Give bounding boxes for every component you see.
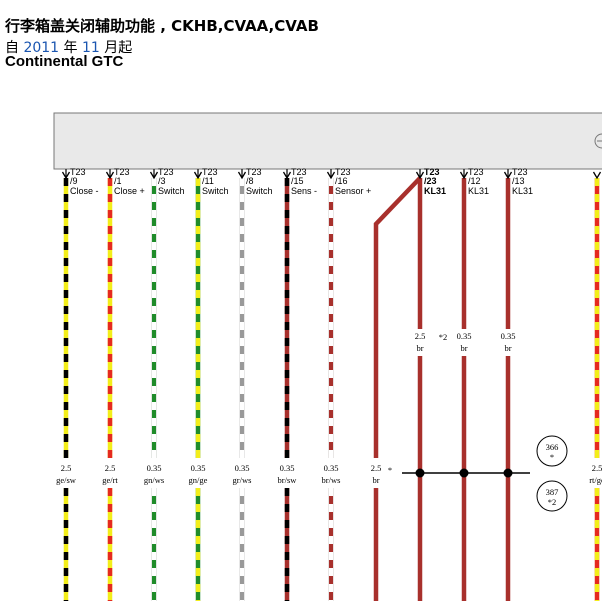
signal-label-7: KL31: [424, 186, 446, 196]
wire-color-label-4: gr/ws: [233, 475, 252, 485]
ground-wire-color-1: br: [460, 343, 467, 353]
pin-number-9: /13: [512, 176, 525, 186]
wire-color-label-6: br/ws: [322, 475, 341, 485]
ground-wire-color-0: br: [416, 343, 423, 353]
signal-label-2: Switch: [158, 186, 185, 196]
diagonal-wire-mark: *: [388, 465, 392, 475]
diagonal-wire-upper: [373, 176, 422, 458]
ground-point-id-1: 387: [546, 487, 559, 497]
connector-id-5: T23: [291, 167, 307, 177]
signal-label-4: Switch: [246, 186, 273, 196]
pin-arrow-icon: [592, 171, 602, 180]
validity-date: 自 2011 年 11 月起: [5, 37, 132, 57]
control-unit-marker-icon: [594, 133, 602, 149]
wire-size-label-2: 0.35: [147, 463, 162, 473]
ground-wire-size-0: 2.5: [415, 331, 426, 341]
vehicle-model: Continental GTC: [5, 53, 124, 70]
since-suffix: 月起: [104, 40, 133, 56]
pin-number-2: /3: [158, 176, 166, 186]
wire-color-label-3: gn/ge: [189, 475, 208, 485]
pin-number-8: /12: [468, 176, 481, 186]
ground-point-note-1: *2: [548, 497, 557, 507]
since-prefix: 自: [5, 40, 19, 56]
pin-number-4: /8: [246, 176, 254, 186]
signal-label-0: Close -: [70, 186, 99, 196]
wire-color-label-5: br/sw: [278, 475, 298, 485]
diagonal-wire-color: br: [372, 475, 379, 485]
diagram-title: 行李箱盖关闭辅助功能 , CKHB,CVAA,CVAB: [5, 17, 319, 35]
pin-number-7: /23: [424, 176, 437, 186]
ground-wire-size-2: 0.35: [501, 331, 516, 341]
signal-label-5: Sens -: [291, 186, 317, 196]
connector-id-7: T23: [424, 167, 440, 177]
connector-id-1: T23: [114, 167, 130, 177]
control-unit-box: [53, 112, 602, 170]
pin-number-0: /9: [70, 176, 78, 186]
pin-number-5: /15: [291, 176, 304, 186]
signal-label-3: Switch: [202, 186, 229, 196]
pin-number-1: /1: [114, 176, 122, 186]
connector-id-8: T23: [468, 167, 484, 177]
right-edge-wire-color: rt/ge: [589, 475, 602, 485]
wire-size-label-1: 2.5: [105, 463, 116, 473]
right-edge-wire-size: 2.5: [592, 463, 602, 473]
ground-point-circle: [536, 435, 568, 467]
ground-wire-note-0: *2: [439, 332, 448, 342]
ground-point-circle: [536, 480, 568, 512]
ground-point-id-0: 366: [546, 442, 559, 452]
pin-number-3: /11: [202, 176, 214, 186]
wire-size-label-4: 0.35: [235, 463, 250, 473]
ground-wire-color-2: br: [504, 343, 511, 353]
wire-size-label-6: 0.35: [324, 463, 339, 473]
pin-number-6: /16: [335, 176, 348, 186]
since-month: 11: [82, 40, 100, 56]
signal-label-1: Close +: [114, 186, 145, 196]
since-year: 2011: [23, 40, 60, 56]
wire-size-label-3: 0.35: [191, 463, 206, 473]
wire-size-label-5: 0.35: [280, 463, 295, 473]
connector-id-3: T23: [202, 167, 218, 177]
signal-label-8: KL31: [468, 186, 489, 196]
signal-label-6: Sensor +: [335, 186, 371, 196]
connector-id-0: T23: [70, 167, 86, 177]
connector-id-6: T23: [335, 167, 351, 177]
wire-color-label-2: gn/ws: [144, 475, 164, 485]
wire-layer: [63, 176, 600, 601]
connector-id-4: T23: [246, 167, 262, 177]
wire-size-label-0: 2.5: [61, 463, 72, 473]
wire-color-label-1: ge/rt: [102, 475, 118, 485]
ground-wire-size-1: 0.35: [457, 331, 472, 341]
connector-id-9: T23: [512, 167, 528, 177]
since-year-unit: 年: [63, 40, 78, 56]
diagonal-wire-size: 2.5: [371, 463, 382, 473]
signal-label-9: KL31: [512, 186, 533, 196]
ground-point-note-0: *: [550, 452, 554, 462]
connector-id-2: T23: [158, 167, 174, 177]
wire-color-label-0: ge/sw: [56, 475, 77, 485]
